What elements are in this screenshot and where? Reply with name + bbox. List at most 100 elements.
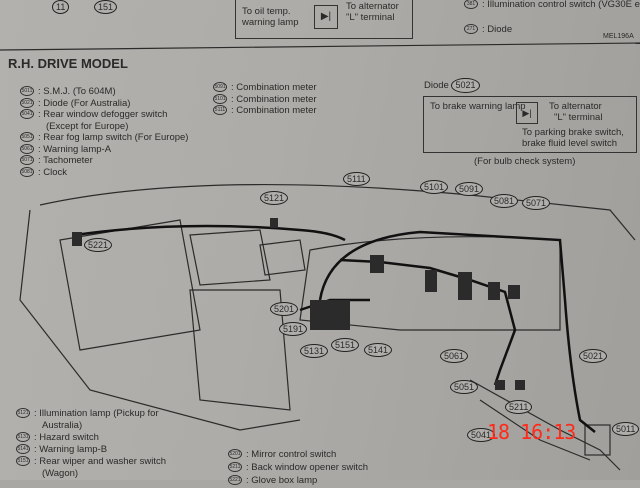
parking-brake-label: To parking brake switch, [522, 127, 624, 138]
dashboard-left-outline [19, 209, 301, 431]
callout-5131: 5131 [300, 344, 329, 358]
callout-5221: 5221 [84, 238, 113, 252]
legend-code: 5011 [20, 86, 34, 97]
legend-label: Illumination lamp (Pickup for [39, 408, 159, 419]
callout-5151: 5151 [331, 338, 360, 352]
callout-5081: 5081 [490, 194, 519, 208]
legend-label: Glove box lamp [251, 475, 318, 486]
legend-label: Combination meter [236, 82, 317, 93]
callout-5191: 5191 [279, 322, 308, 336]
legend-label: Combination meter [236, 93, 317, 105]
legend-code: 5091 [213, 82, 227, 93]
callout-5101: 5101 [420, 180, 449, 194]
figure-ref: MEL196A [603, 33, 634, 40]
legend-label: Australia) [42, 420, 83, 431]
alternator-label: To alternator [549, 101, 602, 112]
legend-top-381: 381: Illumination control switch (VG30E … [464, 0, 640, 10]
legend-item: 5121: Illumination lamp (Pickup for [16, 408, 159, 419]
legend-item: 5061: Warning lamp-A [20, 143, 112, 155]
callout-5141: 5141 [364, 343, 393, 357]
callout-11: 11 [52, 0, 70, 14]
legend-item: 5201: Mirror control switch [228, 449, 337, 460]
top-diode-box: To oil temp. warning lamp To alternator … [235, 0, 413, 39]
legend-label: Mirror control switch [251, 449, 337, 460]
callout-5061: 5061 [440, 349, 469, 363]
legend-item: 5021: Diode (For Australia) [20, 97, 131, 109]
legend-item: 5041: Rear window defogger switch [20, 109, 168, 120]
legend-label: Hazard switch [39, 432, 99, 443]
legend-label: Clock [43, 166, 68, 178]
diode-icon: ▶| [314, 5, 338, 29]
legend-item: (Wagon) [16, 468, 166, 480]
section-divider [0, 42, 640, 51]
legend-label: Warning lamp-A [43, 143, 112, 155]
legend-code: 5201 [228, 449, 242, 460]
legend-label: Rear wiper and washer switch [39, 456, 167, 467]
callout-151: 151 [94, 0, 118, 14]
fluid-level-label: brake fluid level switch [522, 138, 618, 149]
legend-code: 5071 [20, 155, 34, 166]
legend-item: 5091: Combination meter [213, 82, 317, 93]
callout-5111: 5111 [343, 172, 370, 186]
legend-code: 5211 [228, 462, 242, 473]
legend-label: Combination meter [236, 105, 317, 116]
legend-code: 5041 [20, 109, 34, 120]
diode-caption: (For bulb check system) [474, 156, 576, 167]
callout-5121: 5121 [260, 191, 289, 205]
callout-5041: 5041 [467, 428, 496, 442]
legend-item: 5101: Combination meter [213, 93, 317, 105]
diode-detail-title: Diode 5021 [424, 78, 480, 93]
legend-item: 5071: Tachometer [20, 155, 93, 166]
legend-code: 5121 [16, 408, 30, 419]
legend-code: 5021 [20, 97, 34, 108]
legend-left: 5011: S.M.J. (To 604M)5021: Diode (For A… [20, 86, 188, 178]
legend-label: S.M.J. (To 604M) [43, 86, 116, 97]
callout-5091: 5091 [455, 182, 484, 196]
legend-label: Warning lamp-B [39, 444, 108, 455]
legend-label: (Wagon) [42, 468, 79, 479]
callout-5051: 5051 [450, 380, 479, 394]
legend-code: 5131 [16, 432, 30, 443]
legend-item: 5211: Back window opener switch [228, 462, 368, 473]
legend-item: 5221: Glove box lamp [228, 475, 318, 486]
legend-label: Rear window defogger switch [43, 109, 168, 120]
legend-item: 5151: Rear wiper and washer switch [16, 456, 167, 467]
callout-5011: 5011 [612, 422, 640, 436]
legend-code: 5221 [228, 475, 242, 486]
legend-label: (Except for Europe) [46, 120, 129, 132]
legend-item: (Except for Europe) [20, 121, 188, 133]
legend-item: 5011: S.M.J. (To 604M) [20, 86, 116, 97]
callout-5071: 5071 [522, 196, 551, 210]
callout-5201: 5201 [270, 302, 299, 316]
legend-top-271: 271: Diode [464, 24, 512, 35]
section-title: R.H. DRIVE MODEL [8, 56, 128, 71]
legend-label: Diode (For Australia) [43, 97, 131, 109]
legend-code: 5081 [20, 166, 34, 177]
legend-code: 5111 [213, 105, 227, 116]
brake-lamp-label: To brake warning lamp [430, 101, 526, 112]
callout-5211: 5211 [505, 400, 533, 414]
legend-code: 5061 [20, 143, 34, 154]
legend-item: 5051: Rear fog lamp switch (For Europe) [20, 132, 189, 143]
diode-detail-box: To brake warning lamp ▶| To alternator "… [423, 96, 637, 153]
legend-label: Back window opener switch [251, 462, 368, 473]
camera-timestamp: 18 16:13 [487, 420, 576, 444]
legend-code: 5051 [20, 132, 34, 143]
diode-icon: ▶| [516, 102, 538, 124]
legend-item: 5131: Hazard switch [16, 432, 99, 443]
legend-item: 5081: Clock [20, 166, 68, 178]
legend-label: Tachometer [43, 155, 93, 166]
legend-item: 5141: Warning lamp-B [16, 444, 108, 455]
legend-bottom-mid: 5201: Mirror control switch 5211: Back wi… [228, 449, 368, 488]
dashboard-top-outline [39, 183, 636, 241]
legend-item: 5111: Combination meter [213, 105, 317, 116]
legend-code: 5151 [16, 456, 30, 467]
legend-code: 5101 [213, 93, 227, 104]
terminal-label: "L" terminal [554, 112, 603, 123]
legend-item: Australia) [16, 420, 166, 432]
legend-code: 5141 [16, 444, 30, 455]
meter-cluster [299, 236, 561, 331]
legend-label: Rear fog lamp switch (For Europe) [43, 132, 189, 143]
